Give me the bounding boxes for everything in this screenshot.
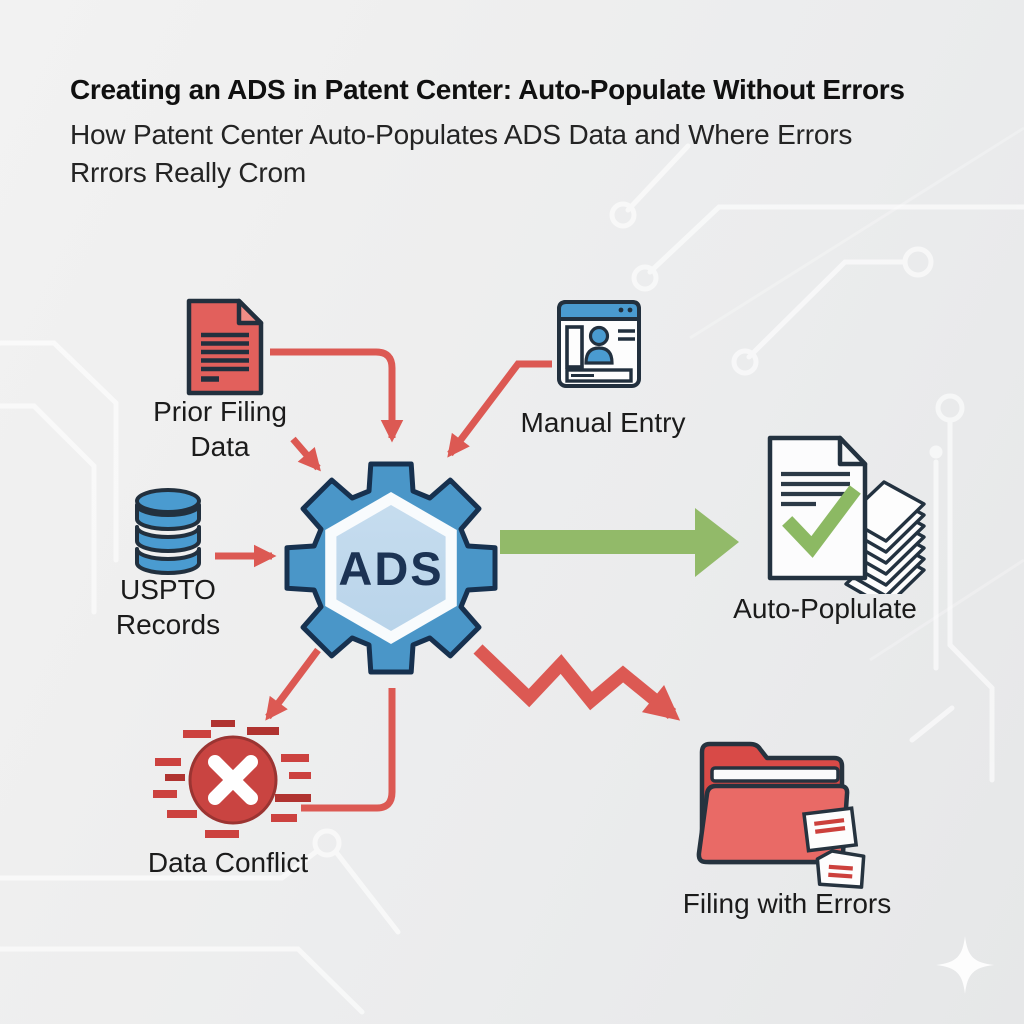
error-x-glitch-icon: [153, 720, 311, 838]
label-uspto-line-1: USPTO: [120, 574, 216, 605]
document-check-stack-icon: [767, 435, 926, 594]
label-prior-filing-data: Prior Filing Data: [110, 394, 330, 464]
label-filing-with-errors: Filing with Errors: [682, 888, 892, 919]
form-window-icon: [557, 300, 641, 388]
sparkle-icon: [936, 936, 994, 994]
arrow-zigzag-to-errors: [473, 644, 681, 721]
arrow-manual-to-ads: [447, 360, 552, 458]
glitch-dashes: [153, 720, 311, 838]
subtitle-line-1: How Patent Center Auto-Populates ADS Dat…: [70, 119, 853, 150]
hexagon-inner: [336, 505, 446, 631]
label-prior-line-2: Data: [190, 431, 250, 462]
checkmark-icon: [782, 485, 861, 558]
arrow-prior-label-to-ads: [290, 436, 321, 472]
label-uspto-records: USPTO Records: [58, 572, 278, 642]
subtitle-line-2: Rrrors Really Crom: [70, 157, 306, 188]
label-auto-populate: Auto-Poplulate: [733, 593, 917, 624]
circuit-traces: [0, 143, 1024, 1015]
label-uspto-line-2: Records: [115, 609, 221, 640]
page-title: Creating an ADS in Patent Center: Auto-P…: [70, 74, 905, 105]
database-icon: [135, 488, 201, 575]
arrow-green-to-autopopulate: [500, 508, 739, 577]
label-manual-entry: Manual Entry: [520, 407, 686, 438]
document-red-icon: [186, 298, 264, 396]
connector-ads-to-conflict-elbow: [301, 688, 396, 812]
light-streaks: [689, 126, 1024, 662]
ads-core-label: ADS: [338, 541, 444, 595]
page-subtitle: How Patent Center Auto-Populates ADS Dat…: [70, 116, 852, 192]
folder-red-icon: [696, 741, 866, 889]
label-prior-line-1: Prior Filing: [153, 396, 287, 427]
arrow-prior-to-ads: [270, 348, 404, 443]
error-slip-papers: [802, 806, 866, 889]
gear-hexagon-icon: [284, 461, 498, 675]
arrow-ads-to-conflict: [265, 647, 321, 721]
x-mark: [208, 755, 258, 805]
label-data-conflict: Data Conflict: [147, 847, 309, 878]
